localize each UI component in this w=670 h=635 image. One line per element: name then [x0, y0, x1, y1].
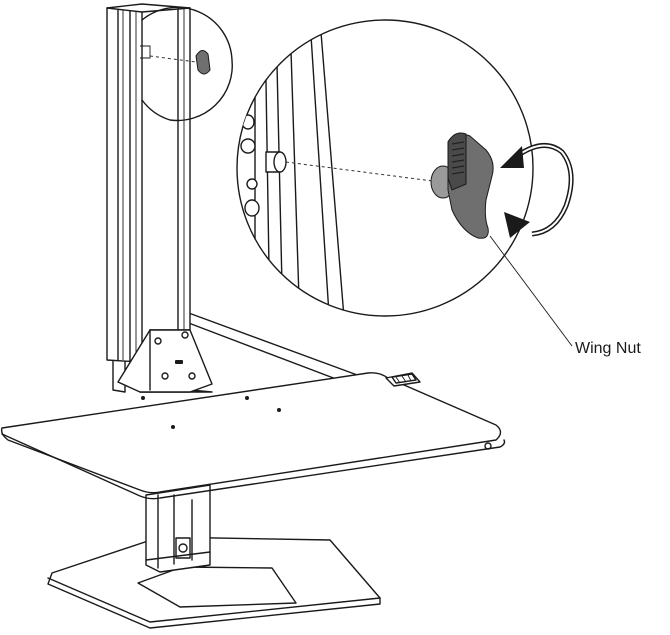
carriage-bracket [117, 329, 213, 393]
wing-nut-label: Wing Nut [575, 340, 641, 357]
wing-nut-callout: Wing Nut [489, 235, 641, 357]
back-guide-rod [185, 311, 361, 383]
base-plate [47, 536, 381, 629]
wing-nut [430, 132, 494, 239]
desk-platform [0, 372, 506, 500]
small-detail-circle [140, 6, 233, 122]
lower-post [145, 484, 211, 573]
circular-arrow-icon [500, 143, 574, 238]
upright-column [106, 3, 191, 393]
